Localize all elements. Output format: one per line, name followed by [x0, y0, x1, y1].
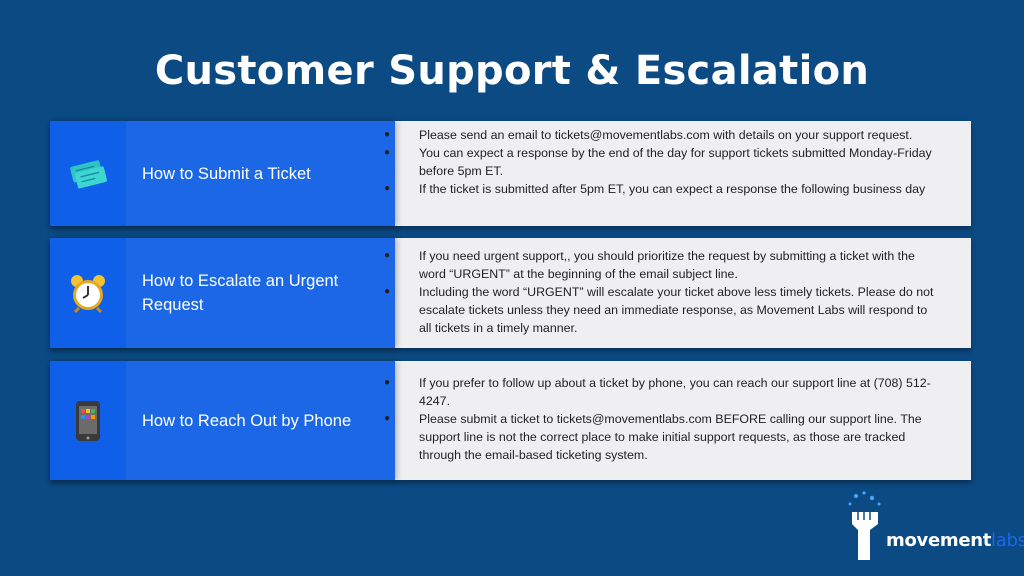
bullet-item: Please submit a ticket to tickets@moveme…	[384, 410, 941, 464]
section-submit-ticket: How to Submit a Ticket Please send an em…	[50, 121, 971, 226]
section-escalate-urgent: How to Escalate an Urgent Request If you…	[50, 238, 971, 348]
section-label: How to Escalate an Urgent Request	[142, 272, 339, 314]
ticket-icon	[70, 159, 107, 188]
section-icon-box	[50, 238, 126, 348]
bullet-item: You can expect a response by the end of …	[384, 144, 941, 180]
section-label: How to Reach Out by Phone	[142, 411, 352, 430]
section-reach-by-phone: How to Reach Out by Phone If you prefer …	[50, 361, 971, 480]
bullet-item: Please send an email to tickets@movement…	[384, 126, 941, 144]
logo-word-bold: movement	[886, 530, 992, 551]
logo-wordmark: movementlabs	[886, 530, 1024, 551]
fist-logo-icon	[848, 491, 881, 560]
bullet-item: If you need urgent support,, you should …	[384, 247, 941, 283]
section-label: How to Submit a Ticket	[142, 164, 311, 183]
section-icon-box	[50, 121, 126, 226]
bullet-item: If the ticket is submitted after 5pm ET,…	[384, 180, 941, 198]
logo-word-light: labs	[991, 530, 1024, 551]
alarm-clock-icon	[71, 275, 105, 313]
bullet-list: Please send an email to tickets@movement…	[384, 126, 941, 198]
bullet-item: If you prefer to follow up about a ticke…	[384, 374, 941, 410]
bullet-list: If you prefer to follow up about a ticke…	[384, 374, 941, 464]
movementlabs-logo: movementlabs	[840, 490, 1024, 564]
section-icon-box	[50, 361, 126, 480]
bullet-list: If you need urgent support,, you should …	[384, 247, 941, 337]
page-title: Customer Support & Escalation	[154, 48, 870, 94]
mobile-phone-icon	[76, 400, 100, 441]
bullet-item: Including the word “URGENT” will escalat…	[384, 283, 941, 337]
